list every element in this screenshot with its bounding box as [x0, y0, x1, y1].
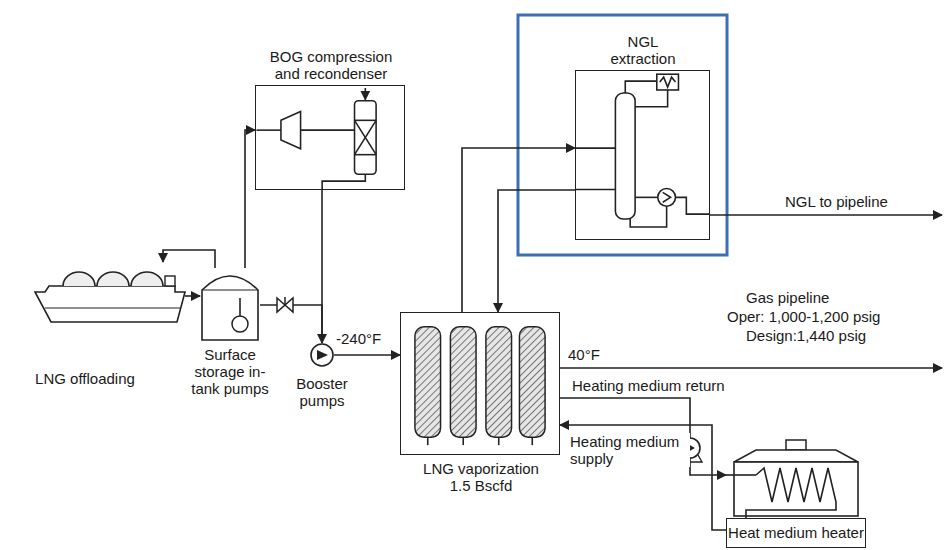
drawing-stroke [355, 154, 377, 156]
drawing-stroke [232, 316, 248, 332]
drawing-stroke [734, 450, 858, 462]
drawing-stroke [355, 120, 377, 154]
annotation-label: NGL to pipeline [785, 193, 888, 210]
drawing-stroke [415, 327, 441, 437]
drawing-stroke [676, 197, 709, 214]
drawing-stroke [660, 77, 676, 87]
drawing-stroke [355, 120, 377, 122]
drawing-stroke [427, 437, 429, 445]
flow-line [560, 398, 726, 475]
annotation-label: Gas pipeline [746, 289, 829, 306]
highlight-frame [518, 15, 727, 255]
drawing-stroke [663, 192, 671, 202]
drawing-stroke [97, 272, 129, 286]
node-label: LNG offloading [35, 370, 135, 387]
drawing-stroke [355, 120, 377, 154]
line-label: -240°F [334, 330, 383, 347]
drawing-stroke [635, 90, 668, 107]
drawing-stroke [277, 298, 293, 312]
flow-line [462, 148, 575, 312]
node-label: Surface storage in-tank pumps [188, 346, 272, 397]
node-label: LNG vaporization 1.5 Bscfd [411, 460, 551, 494]
drawing-stroke [635, 197, 658, 199]
line-label: Heating medium supply [568, 433, 690, 467]
flow-line [334, 354, 400, 356]
drawing-stroke [317, 350, 328, 360]
annotation-label: Oper: 1,000-1,200 psig [727, 308, 880, 325]
ship-illustration: LNG offloading [35, 262, 185, 330]
drawing-stroke [726, 474, 756, 476]
flow-line [498, 190, 575, 312]
process-box-drawing [576, 71, 709, 239]
process-box: LNG vaporization 1.5 Bscfd [400, 312, 560, 455]
annotation-label: Design:1,440 psig [746, 327, 866, 344]
drawing-stroke [35, 286, 185, 322]
drawing-stroke [239, 298, 241, 316]
drawing-stroke [301, 129, 355, 131]
valve-symbol [277, 297, 293, 312]
drawing-stroke [625, 81, 657, 93]
drawing-stroke [284, 297, 286, 305]
drawing-stroke [576, 147, 615, 149]
drawing-stroke [45, 307, 181, 308]
drawing-stroke [486, 327, 512, 437]
node-label: Heat medium heater [726, 518, 866, 548]
drawing-stroke [202, 276, 258, 340]
node-label: Booster pumps [285, 375, 359, 409]
process-box: NGL extraction [575, 70, 710, 240]
flow-line [560, 425, 726, 530]
process-box-drawing [256, 86, 404, 189]
drawing-stroke [786, 440, 806, 450]
process-box-drawing [401, 313, 559, 454]
drawing-stroke [658, 188, 676, 206]
drawing-stroke [462, 437, 464, 445]
gas-pipeline-line [560, 367, 942, 369]
process-box: BOG compression and recondenser [255, 85, 405, 190]
flow-line [245, 130, 255, 268]
storage-tank: Surface storage in-tank pumps [200, 268, 260, 340]
ship-illustration-drawing [35, 262, 185, 330]
pump-symbol: Booster pumps [310, 343, 334, 367]
drawing-stroke [498, 437, 500, 445]
pump-symbol-drawing [310, 343, 334, 367]
drawing-stroke [165, 276, 175, 286]
drawing-stroke [519, 327, 545, 437]
drawing-stroke [630, 206, 666, 227]
drawing-stroke [256, 129, 281, 131]
drawing-stroke [322, 174, 365, 189]
node-label: BOG compression and recondenser [256, 48, 406, 82]
drawing-stroke [657, 74, 679, 90]
storage-tank-drawing [200, 268, 260, 340]
ngl-pipeline-line [710, 214, 942, 216]
drawing-stroke [355, 101, 377, 175]
drawing-stroke [615, 93, 635, 219]
drawing-stroke [131, 272, 163, 286]
drawing-stroke [281, 112, 301, 149]
drawing-stroke [531, 437, 533, 445]
drawing-stroke [365, 88, 367, 100]
drawing-stroke [450, 327, 476, 437]
heater-symbol: Heat medium heater [726, 440, 866, 548]
drawing-stroke [576, 189, 615, 191]
annotation-label: 40°F [568, 346, 600, 363]
node-label: NGL extraction [603, 33, 683, 67]
drawing-stroke [63, 272, 95, 286]
flow-line [185, 295, 200, 297]
flow-line [163, 250, 215, 268]
drawing-stroke [311, 344, 333, 366]
line-label: Heating medium return [570, 377, 727, 394]
drawing-stroke [202, 289, 258, 290]
